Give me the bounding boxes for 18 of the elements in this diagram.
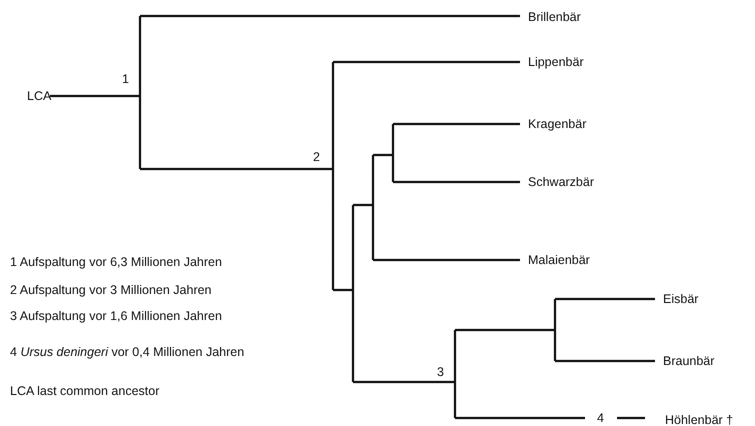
note-text: 1 Aufspaltung vor 6,3 Millionen Jahren (10, 254, 223, 271)
note-text: LCA last common ancestor (10, 383, 160, 400)
note-text: 2 Aufspaltung vor 3 Millionen Jahren (10, 282, 213, 299)
branch-number: 4 (597, 410, 604, 426)
branch-number: 2 (313, 149, 320, 166)
species-label: Braunbär (663, 353, 714, 370)
species-label: Brillenbär (528, 9, 581, 26)
branch-number: 3 (437, 364, 444, 381)
species-label: Kragenbär (528, 116, 586, 133)
branch-number: 1 (122, 71, 129, 88)
species-label: Höhlenbär † (665, 412, 734, 426)
note-text: 4 Ursus deningeri vor 0,4 Millionen Jahren (10, 344, 246, 361)
species-label: Schwarzbär (528, 174, 594, 191)
species-label: Lippenbär (528, 54, 584, 71)
note-text: 3 Aufspaltung vor 1,6 Millionen Jahren (10, 308, 223, 325)
species-label: Malaienbär (528, 252, 590, 269)
ancestor-label: LCA (27, 88, 52, 105)
species-label: Eisbär (663, 291, 698, 308)
